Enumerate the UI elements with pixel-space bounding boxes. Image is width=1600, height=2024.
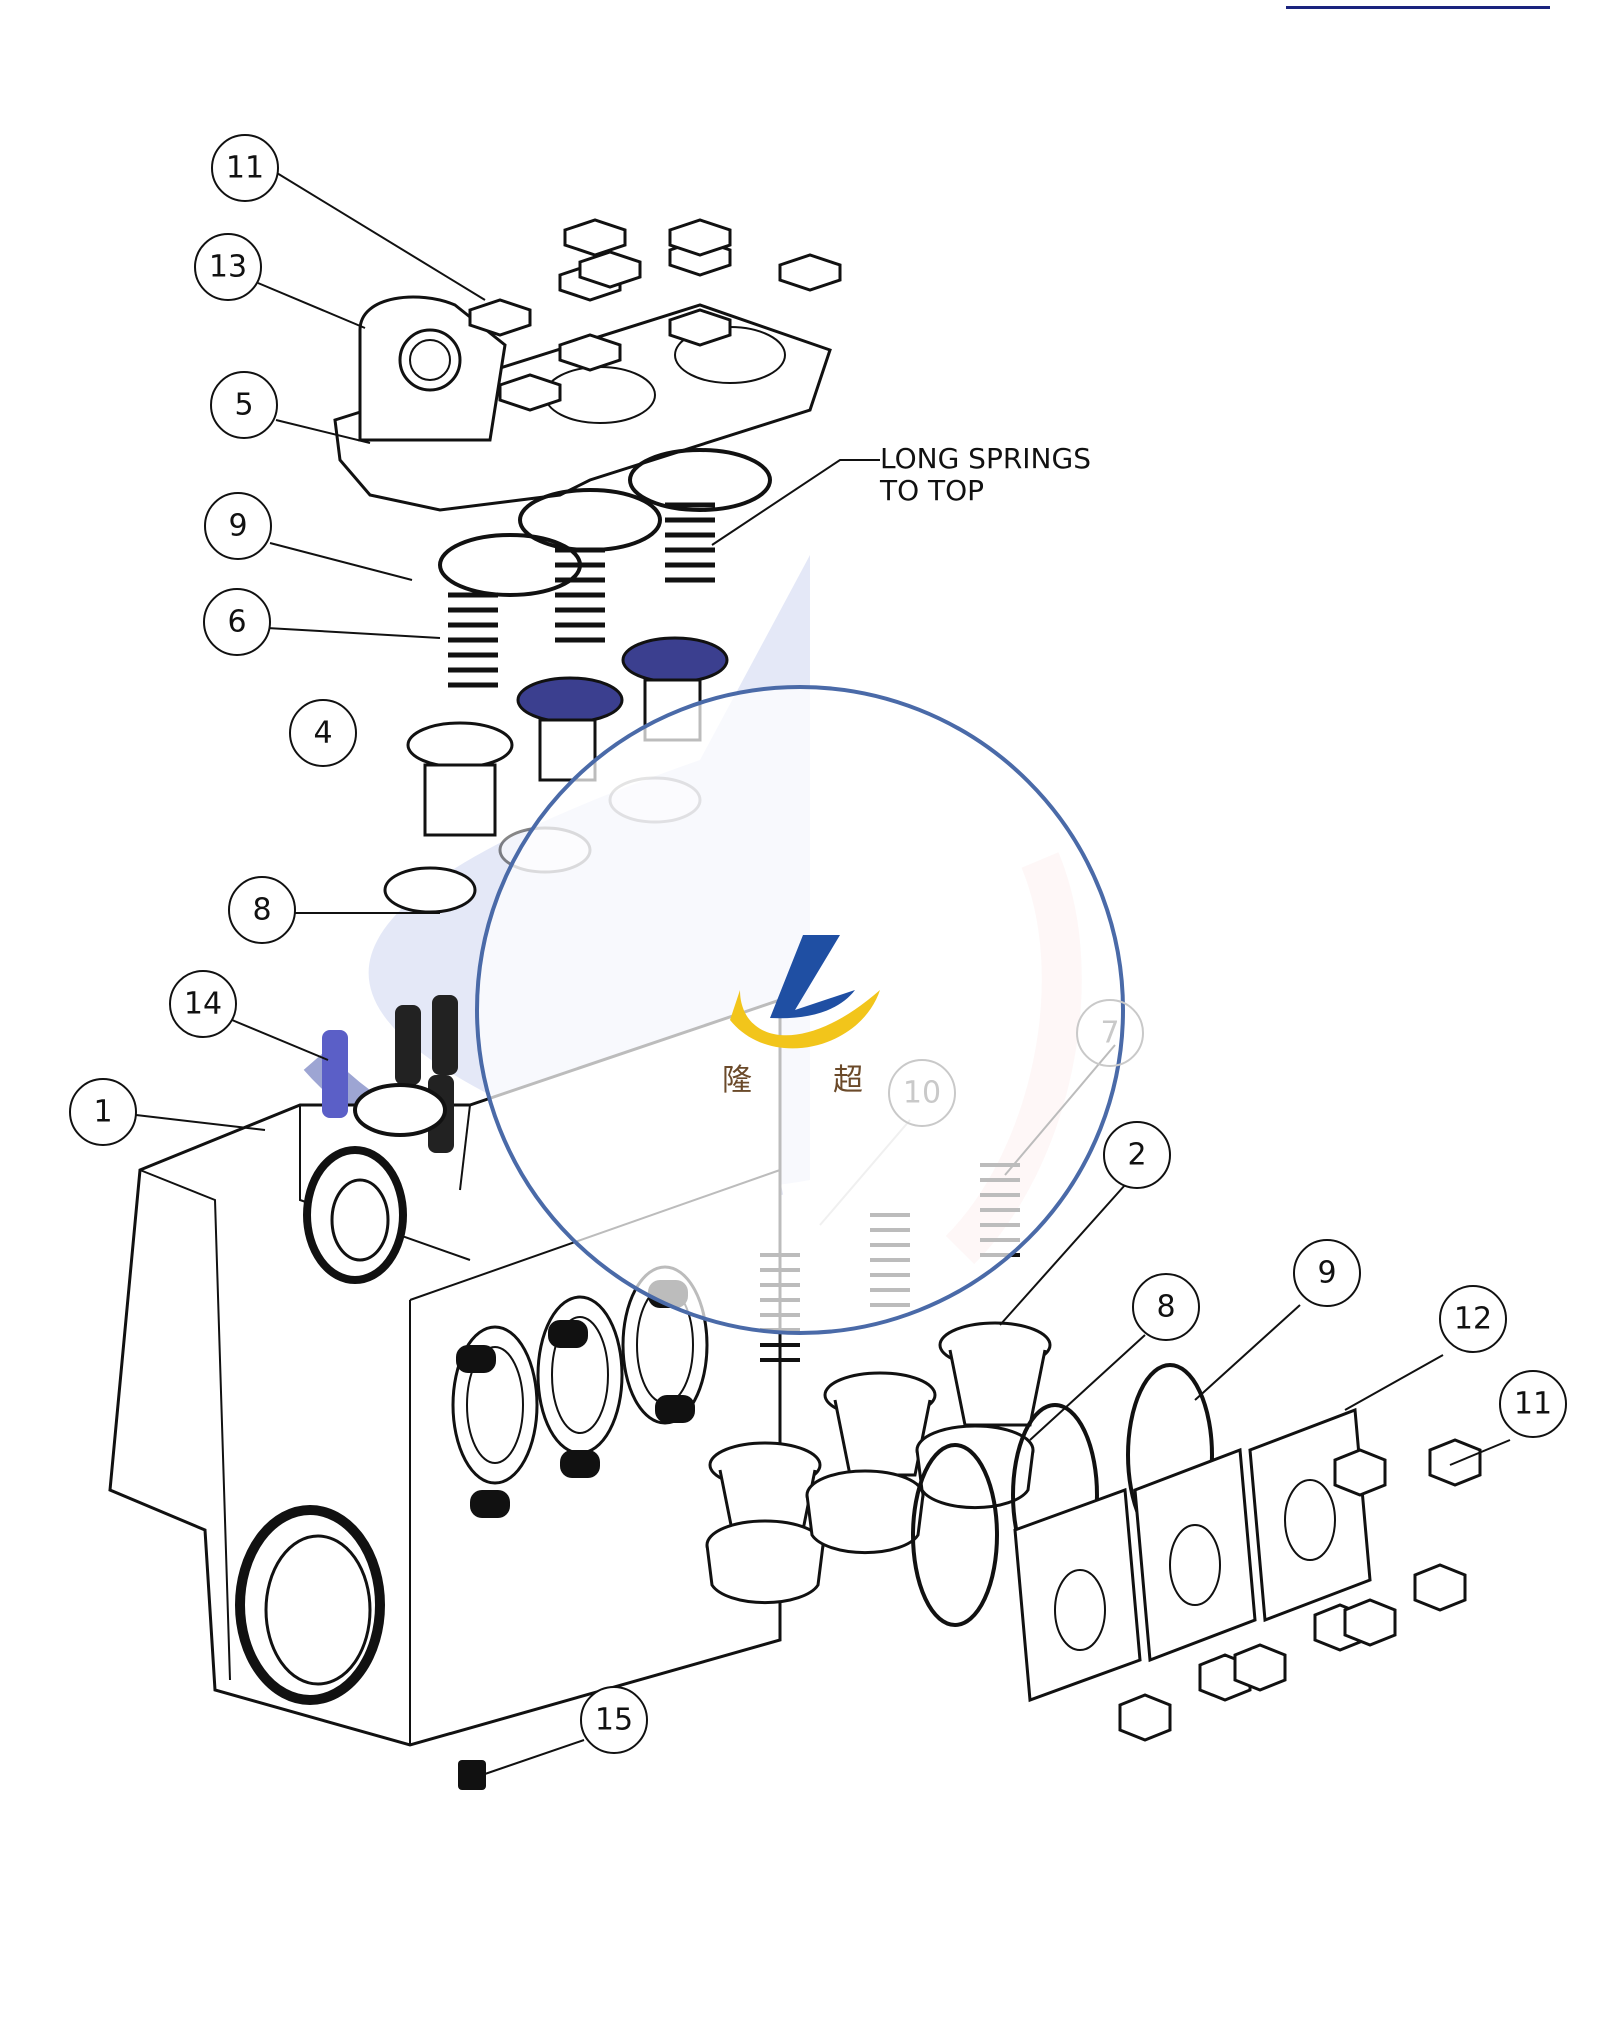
callout-13: 13 bbox=[194, 233, 262, 301]
callout-15: 15 bbox=[580, 1686, 648, 1754]
spring-note: LONG SPRINGS TO TOP bbox=[879, 442, 1091, 507]
logo-char-1: 隆 bbox=[722, 1063, 752, 1098]
svg-text:11: 11 bbox=[226, 151, 264, 186]
callout-5: 5 bbox=[210, 371, 278, 439]
callout-6: 6 bbox=[203, 588, 271, 656]
svg-text:9: 9 bbox=[228, 509, 247, 544]
svg-text:8: 8 bbox=[252, 893, 271, 928]
svg-text:7: 7 bbox=[1100, 1016, 1119, 1051]
drain-plug bbox=[458, 1760, 486, 1790]
callout-11-right: 11 bbox=[1499, 1370, 1567, 1438]
svg-text:11: 11 bbox=[1514, 1387, 1552, 1422]
top-manifold bbox=[333, 218, 842, 512]
loose-nuts bbox=[1118, 1438, 1482, 1742]
note-line-2: TO TOP bbox=[879, 474, 984, 507]
callout-2: 2 bbox=[1103, 1121, 1171, 1189]
svg-text:9: 9 bbox=[1317, 1256, 1336, 1291]
svg-text:8: 8 bbox=[1156, 1290, 1175, 1325]
watermark-logo: 隆 超 bbox=[475, 685, 1125, 1335]
callout-4: 4 bbox=[289, 699, 357, 767]
svg-text:14: 14 bbox=[184, 987, 222, 1022]
callout-9-upper: 9 bbox=[204, 492, 272, 560]
callout-8-lower: 8 bbox=[1132, 1273, 1200, 1341]
callout-1: 1 bbox=[69, 1078, 137, 1146]
svg-text:6: 6 bbox=[227, 605, 246, 640]
callout-7: 7 bbox=[1076, 999, 1144, 1067]
note-line-1: LONG SPRINGS bbox=[880, 442, 1091, 475]
svg-text:10: 10 bbox=[903, 1076, 941, 1111]
callout-12: 12 bbox=[1439, 1285, 1507, 1353]
svg-text:1: 1 bbox=[93, 1095, 112, 1130]
callout-14: 14 bbox=[169, 970, 237, 1038]
svg-text:2: 2 bbox=[1127, 1138, 1146, 1173]
callout-11-top: 11 bbox=[211, 134, 279, 202]
callout-8-upper: 8 bbox=[228, 876, 296, 944]
svg-text:13: 13 bbox=[209, 250, 247, 285]
logo-char-2: 超 bbox=[833, 1063, 863, 1098]
svg-text:15: 15 bbox=[595, 1703, 633, 1738]
svg-text:5: 5 bbox=[234, 388, 253, 423]
callout-10: 10 bbox=[888, 1059, 956, 1127]
leader-lines bbox=[135, 169, 1511, 1776]
svg-text:4: 4 bbox=[313, 716, 332, 751]
svg-text:12: 12 bbox=[1454, 1302, 1492, 1337]
header-link[interactable] bbox=[1286, 0, 1550, 9]
callout-9-lower: 9 bbox=[1293, 1239, 1361, 1307]
